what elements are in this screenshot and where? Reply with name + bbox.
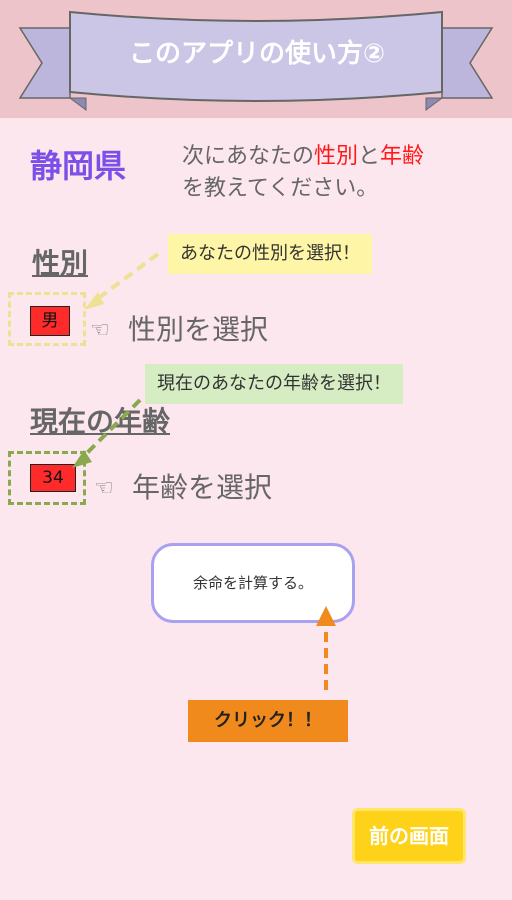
calculate-button[interactable]: 余命を計算する。 [151,543,355,623]
gender-heading: 性別 [32,247,89,280]
gender-arrow-line [94,252,160,302]
gender-select[interactable]: 男 [30,306,70,336]
instruction-text: 次にあなたの [182,144,315,169]
gender-select-frame [8,292,86,346]
age-select-frame [8,451,86,505]
gender-callout: あなたの性別を選択！ [168,234,372,274]
gender-arrow-head [84,292,104,310]
age-select-hint: 年齢を選択 [132,471,273,504]
age-heading: 現在の年齢 [30,405,171,438]
instruction-line-1: 次にあなたの性別と年齢 [182,142,424,172]
click-label: クリック！！ [188,700,348,742]
instruction-age-word: 年齢 [380,144,425,169]
gender-select-hint: 性別を選択 [128,313,269,346]
instruction-gender-word: 性別 [314,144,359,169]
page-title: このアプリの使い方② [128,39,385,69]
age-select[interactable]: 34 [30,464,76,492]
instruction-line-2: を教えてください。 [182,176,379,201]
previous-screen-button[interactable]: 前の画面 [352,808,466,864]
prefecture-label: 静岡県 [30,147,127,185]
title-ribbon [18,10,494,111]
pointing-hand-icon: ☜ [94,476,114,501]
age-callout: 現在のあなたの年齢を選択！ [145,364,403,404]
pointing-hand-icon: ☜ [90,318,110,343]
instruction-text: と [358,144,381,169]
